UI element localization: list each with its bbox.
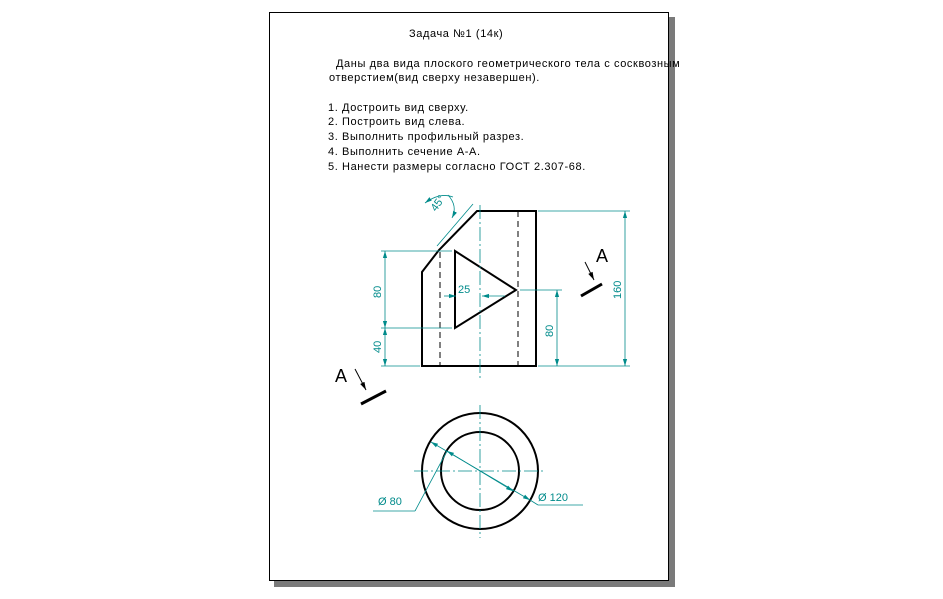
triangle-hole [454,249,518,330]
angle-dimension: 45° [424,193,474,247]
front-outline [421,210,537,367]
height-80-left-label: 80 [372,286,384,298]
height-160-label: 160 [612,281,624,299]
height-80-right-label: 80 [544,325,556,337]
dia-inner-label: Ø 80 [378,496,402,508]
left-height-dimensions: 80 40 [372,250,452,367]
section-letter-lower: A [335,366,347,386]
task-item-5: 5. Нанести размеры согласно ГОСТ 2.307-6… [328,161,586,173]
section-mark-lower: A [335,366,387,406]
height-40-left-label: 40 [372,341,384,353]
drawing-sheet: Задача №1 (14к) Даны два вида плоского г… [269,12,680,581]
hole-offset-label: 25 [458,284,470,296]
dia-outer-label: Ø 120 [538,492,568,504]
task-item-4: 4. Выполнить сечение А-А. [328,146,481,158]
hole-offset-dimension: 25 [444,284,505,299]
task-item-1: 1. Достроить вид сверху. [328,102,469,114]
top-view: Ø 80 Ø 120 [373,405,583,538]
section-letter-upper: A [596,246,608,266]
angle-label: 45° [429,193,448,214]
right-height-dimensions: 80 160 [520,210,630,367]
section-mark-upper: A [580,246,608,298]
task-item-2: 2. Построить вид слева. [328,116,466,128]
task-item-3: 3. Выполнить профильный разрез. [328,131,525,143]
intro-line-2: отверстием(вид сверху незавершен). [329,72,540,84]
task-title: Задача №1 (14к) [409,28,504,40]
intro-line-1: Даны два вида плоского геометрического т… [336,58,681,70]
front-view [421,205,537,378]
